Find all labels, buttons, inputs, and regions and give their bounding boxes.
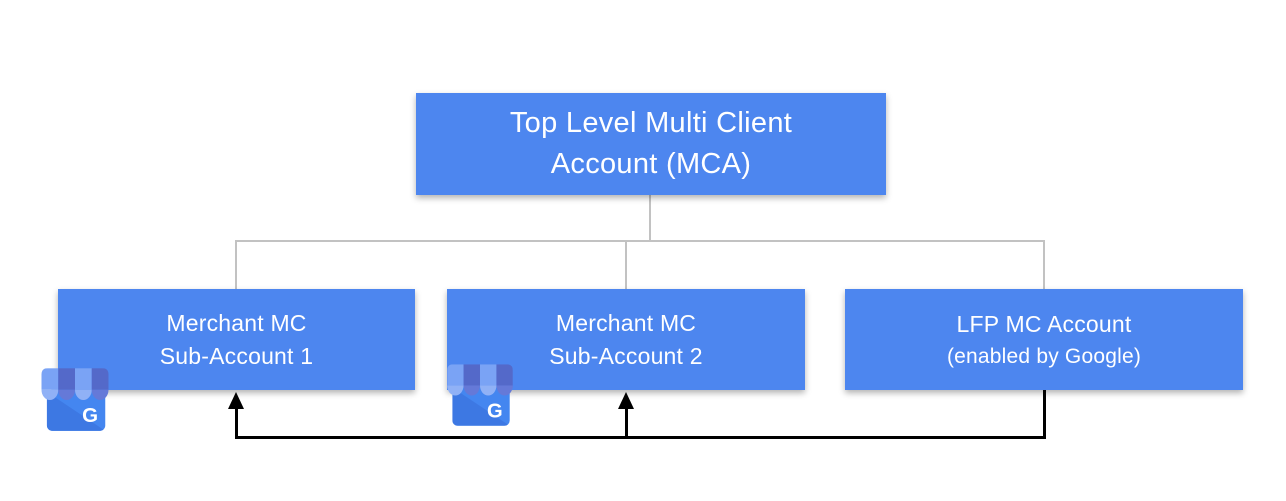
arrow-line-lfp-down [1043, 390, 1046, 439]
node-lfp-mc-account: LFP MC Account (enabled by Google) [845, 289, 1243, 390]
arrow-up-head-sub1-icon [228, 392, 244, 409]
node-label-line2: Sub-Account 1 [159, 342, 314, 369]
google-business-storefront-icon: G [445, 362, 515, 433]
google-g-letter: G [82, 404, 98, 427]
node-top-level-mca: Top Level Multi Client Account (MCA) [416, 93, 886, 195]
node-label-line2: Sub-Account 2 [549, 342, 703, 369]
node-label-line1: Merchant MC [166, 309, 307, 336]
arrow-line-up-sub2 [625, 406, 628, 438]
node-label-line2: (enabled by Google) [946, 344, 1142, 368]
arrow-up-head-sub2-icon [618, 392, 634, 409]
arrow-line-horizontal [235, 436, 1046, 439]
node-label-line1: LFP MC Account [956, 310, 1132, 337]
node-label-line1: Merchant MC [555, 309, 697, 336]
arrow-line-up-sub1 [235, 406, 238, 438]
google-g-letter: G [487, 400, 503, 422]
google-business-storefront-icon: G [39, 366, 111, 438]
connector-horizontal-bus [235, 240, 1045, 242]
node-merchant-sub-account-1: Merchant MC Sub-Account 1 [58, 289, 415, 390]
node-label-line1: Top Level Multi Client [509, 107, 793, 139]
connector-drop-sub1 [235, 240, 237, 289]
connector-drop-sub2 [625, 240, 627, 289]
node-label-line2: Account (MCA) [550, 148, 752, 180]
connector-drop-lfp [1043, 240, 1045, 289]
connector-root-stem [649, 195, 651, 242]
